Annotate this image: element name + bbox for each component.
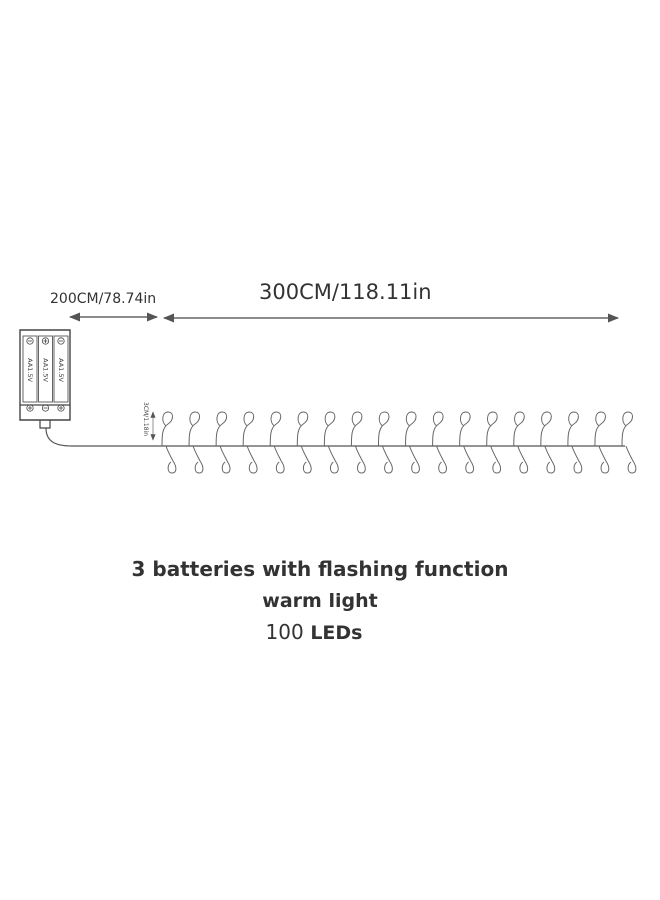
led-count-unit: LEDs	[310, 622, 363, 644]
light-string-length-label: 300CM/118.11in	[259, 280, 432, 304]
battery-voltage-label: AA1.5V	[42, 358, 50, 382]
plus-sign-icon	[43, 339, 48, 343]
led-bulb-lower	[246, 445, 258, 474]
led-bulb-upper	[540, 411, 552, 447]
led-bulb-lower	[219, 445, 231, 474]
led-bulb-upper	[621, 411, 633, 447]
led-bulb-upper	[242, 411, 255, 447]
battery-box: AA1.5V AA1.5V AA1.5V	[19, 329, 71, 429]
led-bulb-upper	[459, 411, 471, 447]
led-bulb-upper	[269, 411, 282, 447]
lead-cable-length-label: 200CM/78.74in	[50, 291, 157, 307]
led-bulb-lower	[192, 445, 204, 474]
led-bulb-upper	[513, 411, 525, 447]
plus-sign-icon	[28, 406, 32, 410]
battery-minus-terminal-icon	[41, 404, 50, 412]
led-bulb-lower	[327, 445, 339, 474]
caption-battery-function: 3 batteries with flashing function	[131, 557, 509, 581]
led-bulb-upper	[188, 411, 201, 447]
lead-cable	[45, 427, 160, 447]
led-count-number: 100	[265, 620, 304, 644]
led-bulb-upper	[486, 411, 498, 447]
led-bulb-lower	[544, 445, 556, 474]
led-bulb-lower	[273, 445, 285, 474]
battery-voltage-label: AA1.5V	[57, 358, 65, 382]
caption-light-color: warm light	[262, 590, 378, 612]
plus-sign-icon	[59, 406, 63, 410]
led-bulb-upper	[405, 411, 417, 447]
led-bulb-lower	[436, 445, 447, 474]
led-bulb-upper	[594, 411, 606, 447]
led-bulb-lower	[598, 445, 610, 474]
led-bulb-lower	[354, 445, 366, 474]
drop-spacing-label: 3CM/1.18in	[142, 402, 149, 436]
battery-cell	[22, 335, 38, 403]
led-bulb-lower	[490, 445, 502, 474]
led-bulb-lower	[571, 445, 583, 474]
led-bulb-upper	[323, 411, 336, 447]
battery-plus-terminal-icon	[41, 337, 50, 345]
led-bulb-upper	[432, 411, 444, 447]
battery-cell	[53, 335, 69, 403]
led-drops	[161, 411, 637, 474]
led-bulb-upper	[215, 411, 228, 447]
led-bulb-lower	[381, 445, 393, 474]
led-bulb-lower	[463, 445, 475, 474]
led-bulb-upper	[296, 411, 309, 447]
battery-plus-terminal-icon	[57, 404, 65, 412]
battery-minus-terminal-icon	[57, 337, 65, 345]
led-bulb-lower	[517, 445, 529, 474]
led-bulb-lower	[165, 445, 177, 474]
led-bulb-lower	[300, 445, 312, 474]
led-bulb-upper	[350, 411, 363, 447]
led-bulb-lower	[409, 445, 420, 474]
led-bulb-upper	[377, 411, 390, 447]
led-bulb-lower	[625, 445, 637, 474]
battery-voltage-label: AA1.5V	[26, 358, 34, 382]
battery-minus-terminal-icon	[26, 337, 34, 345]
led-bulb-upper	[161, 411, 173, 447]
battery-plus-terminal-icon	[26, 404, 34, 412]
caption-led-count: 100 LEDs	[0, 620, 634, 644]
led-bulb-upper	[567, 411, 579, 447]
battery-cell	[38, 335, 53, 403]
